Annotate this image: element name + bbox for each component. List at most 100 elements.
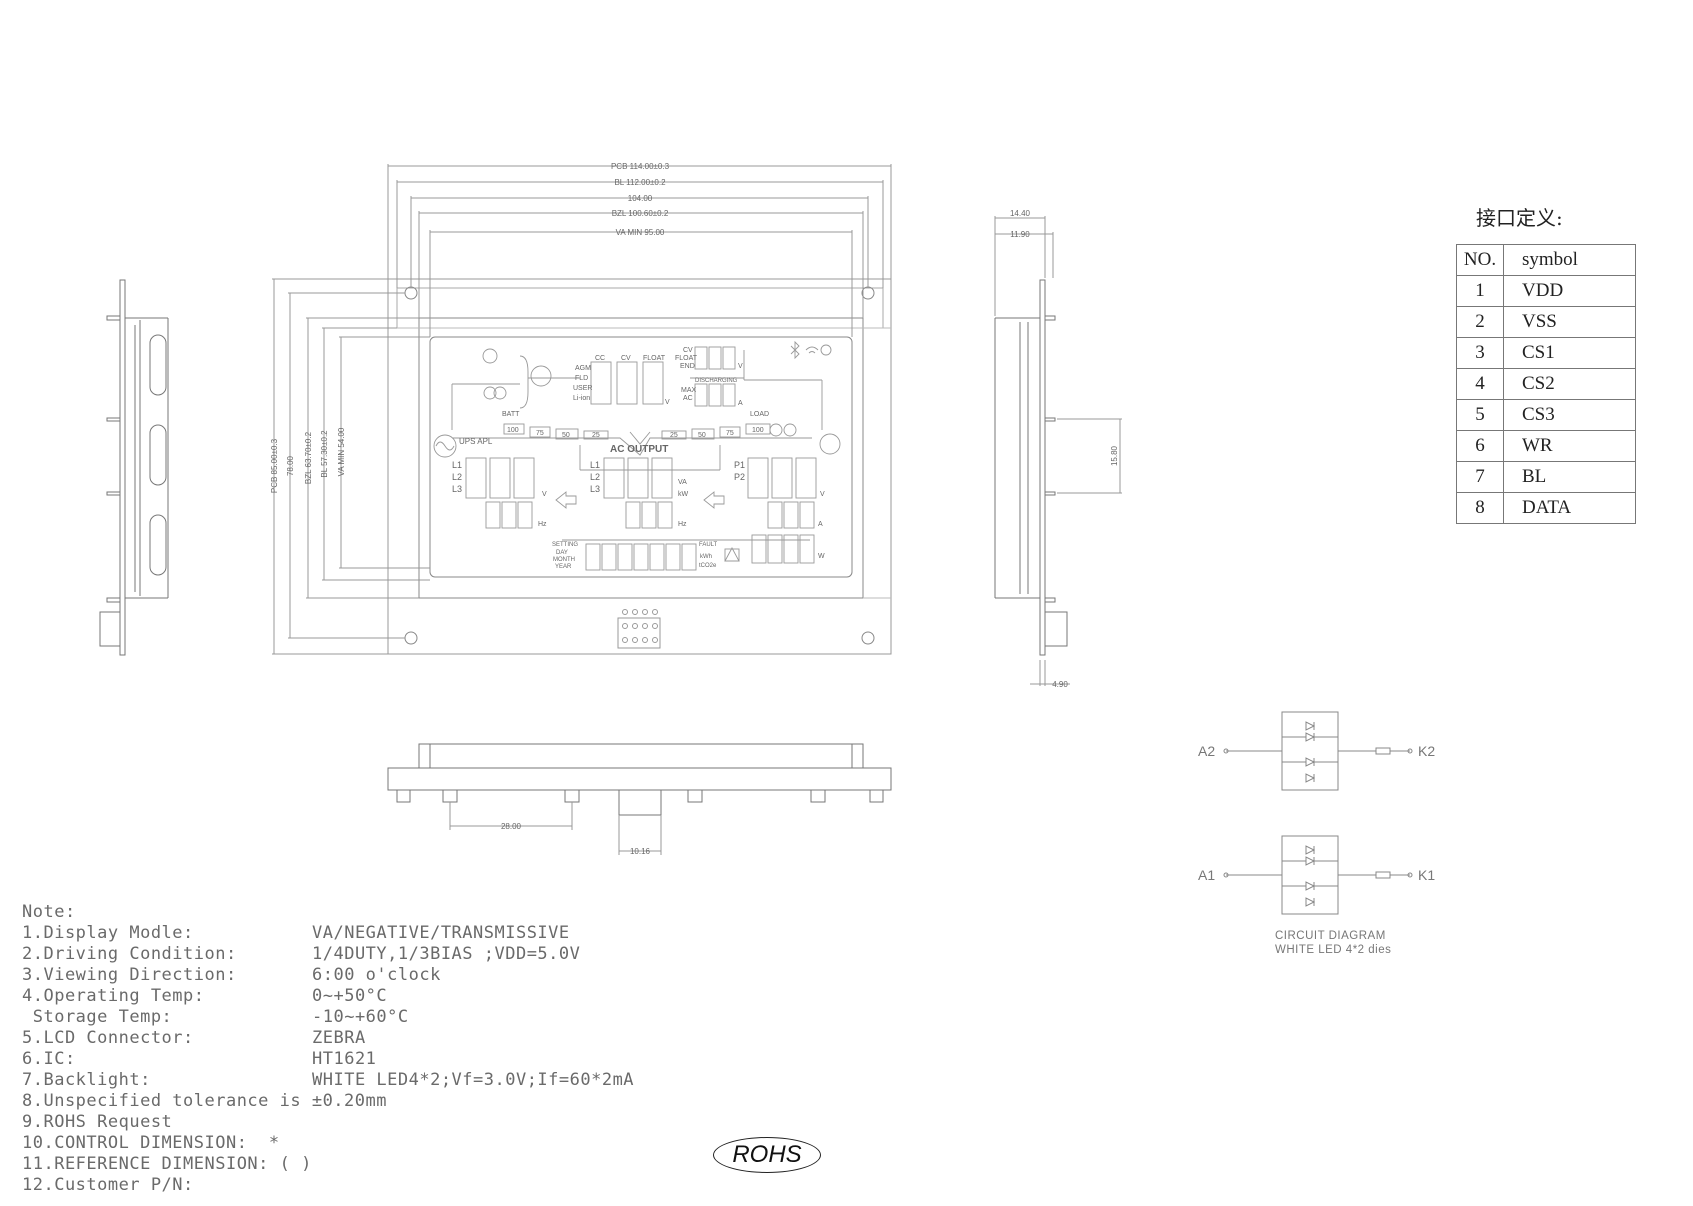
- lcd-p1: P1: [734, 460, 745, 470]
- pin-no: 6: [1456, 430, 1504, 462]
- sine-wave-icon: [433, 434, 457, 458]
- pin-symbol: VSS: [1503, 306, 1636, 338]
- note-value: HT1621: [312, 1049, 377, 1069]
- dim-side-inner: 11.90: [1010, 230, 1030, 239]
- note-key: 9.ROHS Request: [22, 1112, 173, 1132]
- lcd-unit-v-charge: V: [665, 399, 670, 406]
- lcd-load: LOAD: [750, 411, 769, 418]
- pin-no: 4: [1456, 368, 1504, 400]
- note-row: 7.Backlight: WHITE LED4*2;Vf=3.0V;If=60*2…: [22, 1070, 634, 1091]
- note-row: 12.Customer P/N:: [22, 1175, 634, 1196]
- notes-block: Note: 1.Display Modle:VA/NEGATIVE/TRANSM…: [22, 902, 634, 1196]
- dim-hole-pitch-v: 78.00: [286, 455, 295, 476]
- lcd-kwh: kWh: [700, 554, 712, 560]
- header-symbol: symbol: [1503, 244, 1636, 276]
- note-key: 11.REFERENCE DIMENSION: ( ): [22, 1154, 312, 1174]
- note-key: 8.Unspecified tolerance is ±0.20mm: [22, 1091, 387, 1111]
- dim-bzl-height: BZL 63.70±0.2: [304, 431, 313, 484]
- lcd-batt-25: 25: [592, 432, 600, 439]
- lcd-out-l3: L3: [590, 484, 600, 494]
- note-key: 10.CONTROL DIMENSION: *: [22, 1133, 280, 1153]
- lcd-batt-75: 75: [536, 430, 544, 437]
- dim-bl-height: BL 57.30±0.2: [320, 430, 329, 478]
- backlight-outline: [396, 287, 884, 329]
- lcd-day: DAY: [556, 550, 568, 556]
- pin-symbol: CS2: [1503, 368, 1636, 400]
- lcd-co2: tCO2e: [699, 563, 717, 569]
- pin-symbol: DATA: [1503, 492, 1636, 524]
- note-value: WHITE LED4*2;Vf=3.0V;If=60*2mA: [312, 1070, 635, 1090]
- pin-no: 8: [1456, 492, 1504, 524]
- lcd-unit-kw-out: kW: [678, 491, 689, 498]
- dim-va-height: VA MIN 54.00: [337, 427, 346, 476]
- dim-side-pin: 15.80: [1110, 445, 1119, 466]
- lcd-ac: AC: [683, 395, 693, 402]
- mount-hole-bl: [404, 631, 418, 645]
- bluetooth-icon: [790, 340, 800, 360]
- lcd-l2: L2: [452, 472, 462, 482]
- circuit-caption: CIRCUIT DIAGRAM WHITE LED 4*2 dies: [1275, 929, 1391, 957]
- lcd-unit-w-right: W: [818, 553, 825, 560]
- pin-no: 2: [1456, 306, 1504, 338]
- pin-symbol: CS3: [1503, 399, 1636, 431]
- pin-no: 1: [1456, 275, 1504, 307]
- lcd-batt-50: 50: [562, 432, 570, 439]
- note-key: 1.Display Modle:: [22, 923, 194, 943]
- lcd-load-75: 75: [726, 430, 734, 437]
- note-row: 5.LCD Connector:ZEBRA: [22, 1028, 634, 1049]
- lcd-fault: FAULT: [699, 542, 718, 548]
- lcd-discharging: DISCHARGING: [695, 378, 738, 384]
- sun-icon: [482, 348, 498, 364]
- pin-no: 5: [1456, 399, 1504, 431]
- lcd-tag-cv: CV: [621, 355, 631, 362]
- lcd-unit-hz-in: Hz: [538, 521, 547, 528]
- lcd-max: MAX: [681, 387, 697, 394]
- note-value: 6:00 o'clock: [312, 965, 441, 985]
- pin-symbol: VDD: [1503, 275, 1636, 307]
- bezel-outline: [418, 317, 864, 599]
- lcd-segments: [433, 340, 841, 571]
- pin-symbol: CS1: [1503, 337, 1636, 369]
- wifi-icon: [805, 346, 819, 354]
- lcd-unit-hz-out: Hz: [678, 521, 687, 528]
- pin-symbol: BL: [1503, 461, 1636, 493]
- rohs-logo: ROHS: [713, 1137, 821, 1173]
- note-key: 7.Backlight:: [22, 1070, 151, 1090]
- circuit-caption-title: CIRCUIT DIAGRAM: [1275, 930, 1386, 942]
- left-dimensions: [272, 278, 430, 655]
- circuit-caption-led: WHITE LED 4*2 dies: [1275, 944, 1392, 956]
- note-value: ZEBRA: [312, 1028, 366, 1048]
- circuit-k1: K1: [1418, 867, 1436, 883]
- dim-bl-width: BL 112.00±0.2: [614, 178, 666, 187]
- note-key: 6.IC:: [22, 1049, 76, 1069]
- lcd-load-50: 50: [698, 432, 706, 439]
- note-row: 3.Viewing Direction:6:00 o'clock: [22, 965, 634, 986]
- mount-hole-tr: [861, 286, 875, 300]
- note-key: Storage Temp:: [22, 1007, 173, 1027]
- dim-side-total: 14.40: [1010, 209, 1031, 218]
- note-key: 4.Operating Temp:: [22, 986, 205, 1006]
- note-value: 0~+50°C: [312, 986, 388, 1006]
- top-dimensions: [387, 164, 892, 337]
- dim-side-pcb: 4.90: [1052, 680, 1068, 689]
- note-key: 2.Driving Condition:: [22, 944, 237, 964]
- lcd-unit-v-top: V: [738, 363, 743, 370]
- lcd-float: FLOAT: [675, 355, 698, 362]
- dim-bottom-conn: 10.16: [630, 847, 651, 856]
- circuit-k2: K2: [1418, 743, 1436, 759]
- lcd-out-l2: L2: [590, 472, 600, 482]
- note-key: Note:: [22, 902, 76, 922]
- note-key: 12.Customer P/N:: [22, 1175, 194, 1195]
- settings-icon: [530, 365, 552, 387]
- lcd-batt-100: 100: [507, 427, 519, 434]
- lcd-l1: L1: [452, 460, 462, 470]
- note-row: Storage Temp:-10~+60°C: [22, 1007, 634, 1028]
